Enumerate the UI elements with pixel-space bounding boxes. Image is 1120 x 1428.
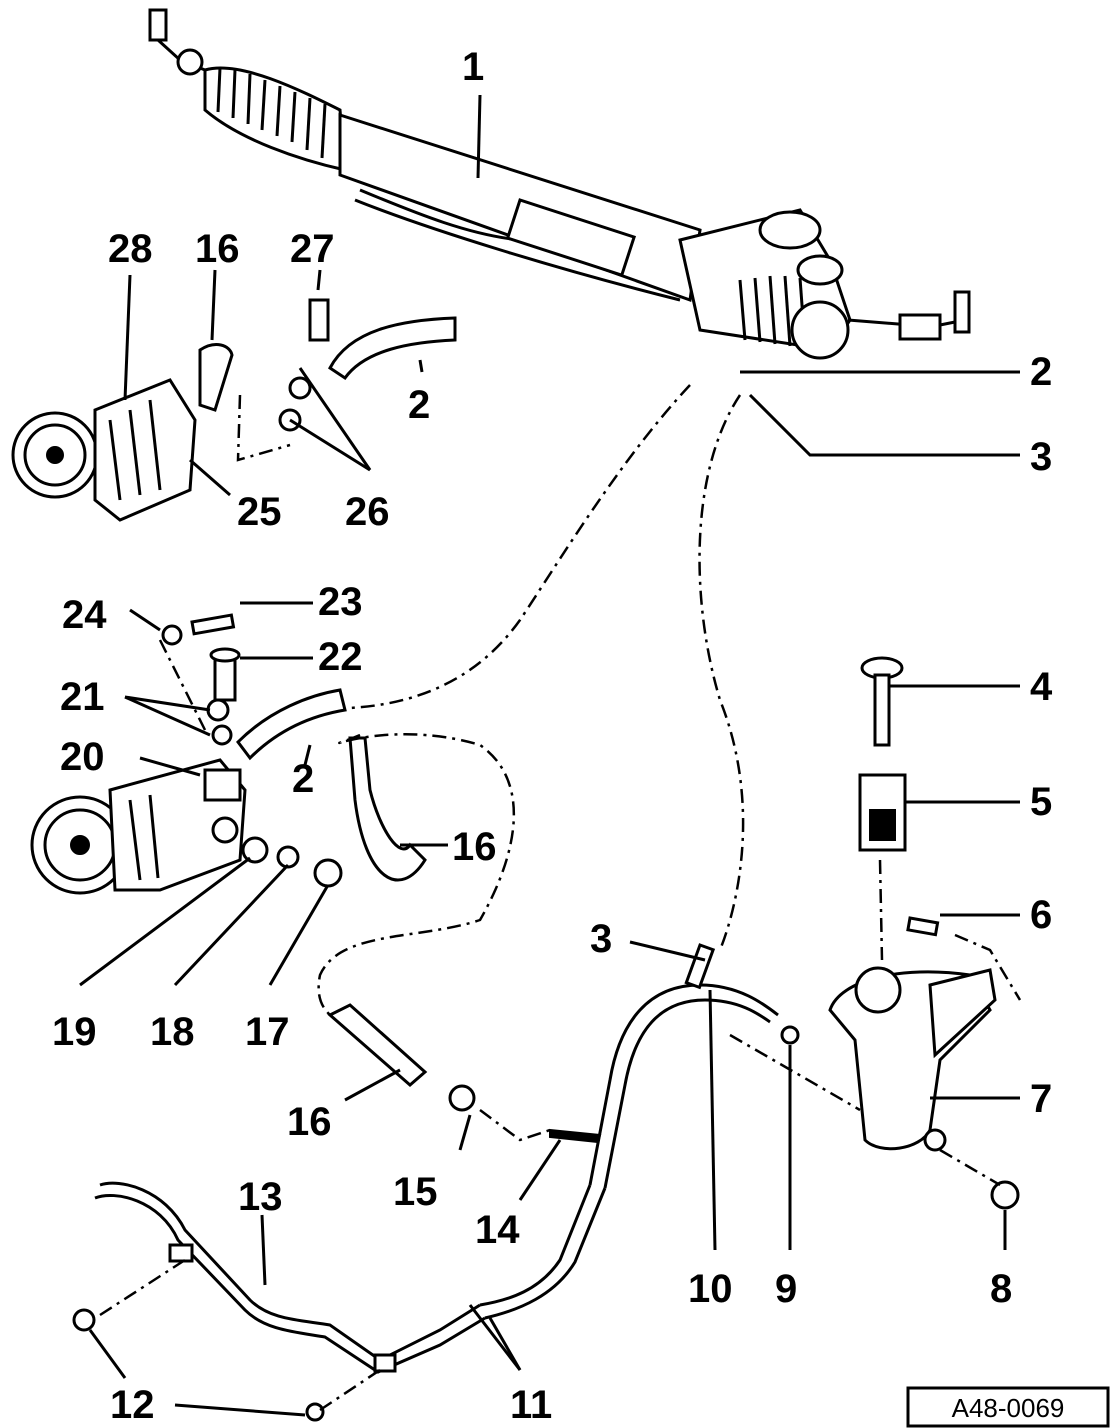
callout-2: 2 (292, 757, 314, 801)
callout-7: 7 (1030, 1077, 1052, 1121)
small-hardware (161, 613, 347, 888)
steering-rack (148, 8, 971, 360)
callout-21: 21 (60, 675, 105, 719)
callout-3: 3 (590, 917, 612, 961)
callout-6: 6 (1030, 893, 1052, 937)
callout-1: 1 (462, 45, 484, 89)
callout-11: 11 (510, 1383, 552, 1427)
callout-13: 13 (238, 1175, 283, 1219)
callout-23: 23 (318, 580, 363, 624)
routing-lines (99, 384, 1022, 1412)
callout-2: 2 (1030, 350, 1052, 394)
callout-15: 15 (393, 1170, 438, 1214)
leader-lines (79, 94, 1020, 1417)
callout-9: 9 (775, 1267, 797, 1311)
callout-4: 4 (1030, 665, 1053, 709)
callout-16: 16 (287, 1100, 332, 1144)
callout-14: 14 (475, 1208, 520, 1252)
callout-8: 8 (990, 1267, 1012, 1311)
callout-3: 3 (1030, 435, 1052, 479)
fluid-reservoir (828, 656, 1020, 1210)
callout-26: 26 (345, 490, 390, 534)
callout-28: 28 (108, 227, 153, 271)
suction-hose (327, 736, 428, 1087)
callout-16: 16 (195, 227, 240, 271)
callout-19: 19 (52, 1010, 97, 1054)
reference-code-box: A48-0069 (906, 1386, 1110, 1428)
callout-12: 12 (110, 1383, 155, 1427)
callout-numbers: 1 2 3 2 28 16 27 25 26 24 23 22 21 20 2 … (52, 45, 1053, 1427)
callout-25: 25 (237, 490, 282, 534)
callout-2: 2 (408, 383, 430, 427)
callout-16: 16 (452, 825, 497, 869)
power-steering-pump-lower (30, 758, 247, 895)
callout-5: 5 (1030, 780, 1052, 824)
return-pipes (72, 943, 800, 1422)
pressure-hose-upper (278, 298, 457, 432)
callout-17: 17 (245, 1010, 290, 1054)
reference-code: A48-0069 (952, 1393, 1065, 1423)
callout-27: 27 (290, 227, 335, 271)
callout-18: 18 (150, 1010, 195, 1054)
callout-20: 20 (60, 735, 105, 779)
callout-24: 24 (62, 593, 107, 637)
callout-22: 22 (318, 635, 363, 679)
power-steering-pump-upper (11, 343, 234, 522)
callout-10: 10 (688, 1267, 733, 1311)
